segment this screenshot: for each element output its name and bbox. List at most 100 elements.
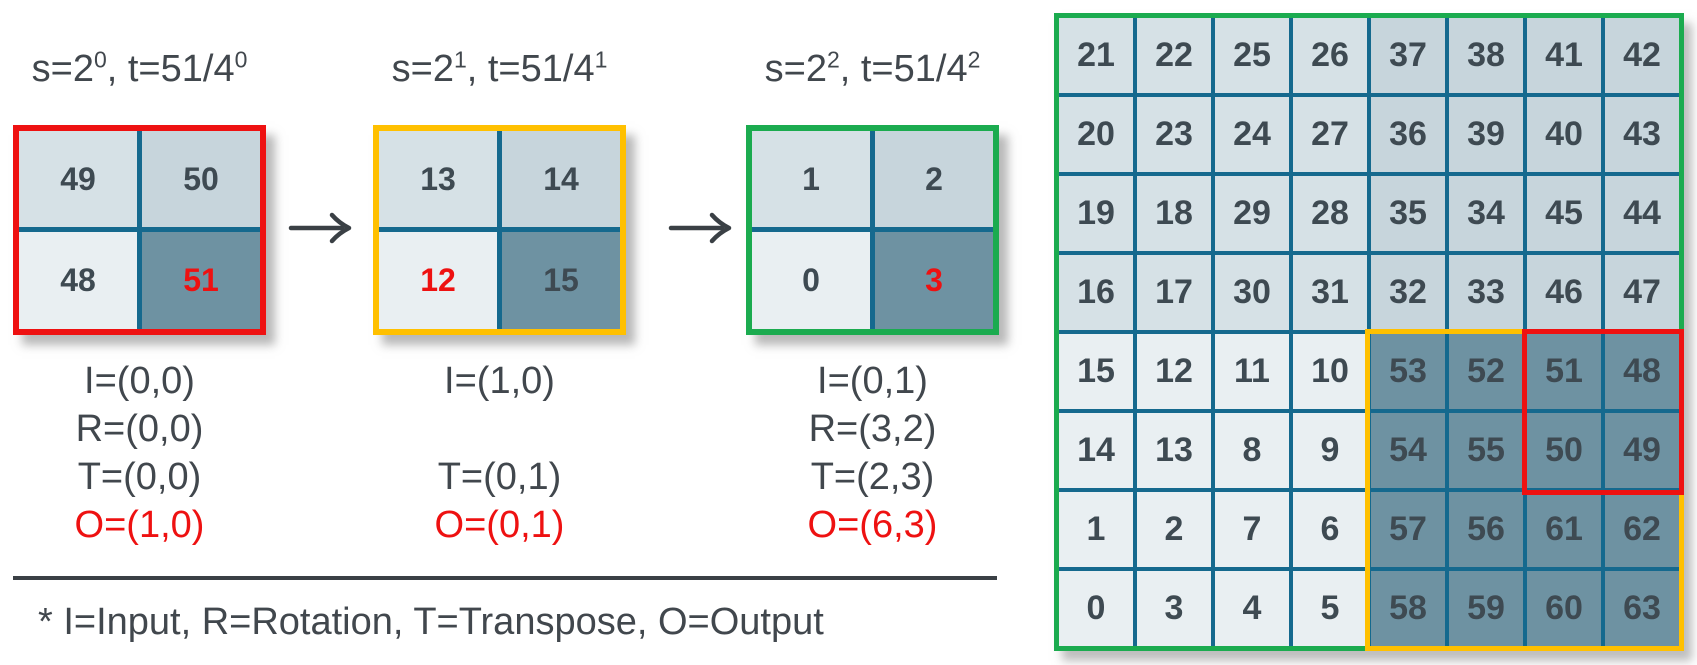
right-arrow-icon (288, 212, 352, 244)
title-exponent: 2 (967, 46, 981, 73)
big-grid-cell: 41 (1527, 18, 1601, 93)
big-grid-cell: 62 (1605, 492, 1679, 567)
big-grid-cell: 43 (1605, 97, 1679, 172)
coord-input: I=(0,0) (84, 360, 195, 402)
big-grid-cell: 34 (1449, 176, 1523, 251)
stage-2-coords: I=(1,0) T=(0,1) O=(0,1) (373, 357, 626, 549)
big-grid-cell: 54 (1371, 413, 1445, 488)
stage-2-grid: 13 14 12 15 (373, 125, 626, 335)
legend-divider-line (13, 576, 997, 580)
legend-footnote: * I=Input, R=Rotation, T=Transpose, O=Ou… (38, 601, 824, 643)
big-grid-cell: 30 (1215, 255, 1289, 330)
big-grid-cell: 55 (1449, 413, 1523, 488)
big-grid-cell: 37 (1371, 18, 1445, 93)
big-grid-cell: 7 (1215, 492, 1289, 567)
big-grid-cell: 53 (1371, 334, 1445, 409)
big-grid-cell: 15 (1059, 334, 1133, 409)
big-grid-cell: 9 (1293, 413, 1367, 488)
mini-grid-cell: 2 (875, 131, 993, 227)
mini-grid-cell: 48 (19, 232, 137, 329)
big-grid-cell: 20 (1059, 97, 1133, 172)
big-grid-cell: 14 (1059, 413, 1133, 488)
title-text: s=2 (391, 48, 454, 90)
big-grid-cell: 59 (1449, 571, 1523, 646)
stage-1-grid: 49 50 48 51 (13, 125, 266, 335)
big-grid-cell: 28 (1293, 176, 1367, 251)
coord-output: O=(1,0) (74, 504, 205, 546)
mini-grid-cell: 14 (502, 131, 620, 227)
big-grid-cell: 52 (1449, 334, 1523, 409)
big-grid-cell: 27 (1293, 97, 1367, 172)
big-grid-cell: 21 (1059, 18, 1133, 93)
big-grid-cell: 35 (1371, 176, 1445, 251)
big-grid-cell: 26 (1293, 18, 1367, 93)
title-exponent: 0 (93, 46, 107, 73)
big-grid-cell: 11 (1215, 334, 1289, 409)
title-exponent: 0 (234, 46, 248, 73)
title-text: , t=51/4 (106, 48, 235, 90)
big-grid-cell: 40 (1527, 97, 1601, 172)
stage-2-title: s=21, t=51/41 (363, 44, 636, 94)
coord-transpose: T=(2,3) (810, 456, 935, 498)
big-grid-cell: 36 (1371, 97, 1445, 172)
coord-input: I=(1,0) (444, 360, 555, 402)
big-grid-cell: 46 (1527, 255, 1601, 330)
stage-3-title: s=22, t=51/42 (736, 44, 1009, 94)
big-grid-cell: 49 (1605, 413, 1679, 488)
big-grid-cell: 19 (1059, 176, 1133, 251)
big-grid-cell: 44 (1605, 176, 1679, 251)
big-grid-cell: 24 (1215, 97, 1289, 172)
big-grid-cell: 17 (1137, 255, 1211, 330)
big-grid-cell: 45 (1527, 176, 1601, 251)
title-text: s=2 (764, 48, 827, 90)
title-text: , t=51/4 (466, 48, 595, 90)
big-grid-cell: 8 (1215, 413, 1289, 488)
big-grid-cell: 32 (1371, 255, 1445, 330)
big-grid-cell: 42 (1605, 18, 1679, 93)
big-grid-cell: 0 (1059, 571, 1133, 646)
stage-1-title: s=20, t=51/40 (3, 44, 276, 94)
big-grid-cell: 1 (1059, 492, 1133, 567)
big-grid-cell: 6 (1293, 492, 1367, 567)
big-grid-cell: 56 (1449, 492, 1523, 567)
big-grid-cell: 2 (1137, 492, 1211, 567)
big-grid-cell: 4 (1215, 571, 1289, 646)
big-grid-cell: 63 (1605, 571, 1679, 646)
big-grid-cell: 31 (1293, 255, 1367, 330)
mini-grid-cell-highlighted: 3 (875, 232, 993, 329)
stage-1-coords: I=(0,0) R=(0,0) T=(0,0) O=(1,0) (13, 357, 266, 549)
mini-grid-cell: 49 (19, 131, 137, 227)
coord-input: I=(0,1) (817, 360, 928, 402)
stage-3-coords: I=(0,1) R=(3,2) T=(2,3) O=(6,3) (746, 357, 999, 549)
big-grid-cell: 50 (1527, 413, 1601, 488)
coord-rotation: R=(0,0) (75, 408, 204, 450)
title-exponent: 1 (594, 46, 608, 73)
big-grid-cell: 13 (1137, 413, 1211, 488)
big-grid-cell: 57 (1371, 492, 1445, 567)
coord-transpose: T=(0,0) (77, 456, 202, 498)
mini-grid-cell: 13 (379, 131, 497, 227)
big-grid-cell: 58 (1371, 571, 1445, 646)
coord-blank (373, 405, 626, 453)
big-grid-cell: 16 (1059, 255, 1133, 330)
big-grid-cell: 10 (1293, 334, 1367, 409)
coord-rotation: R=(3,2) (808, 408, 937, 450)
mini-grid-cell-highlighted: 12 (379, 232, 497, 329)
title-text: s=2 (31, 48, 94, 90)
big-grid-cell: 29 (1215, 176, 1289, 251)
big-grid-cell: 5 (1293, 571, 1367, 646)
mini-grid-cell: 15 (502, 232, 620, 329)
mini-grid-cell: 1 (752, 131, 870, 227)
coord-output: O=(0,1) (434, 504, 565, 546)
big-grid-cell: 12 (1137, 334, 1211, 409)
big-grid-cell: 61 (1527, 492, 1601, 567)
big-grid-cell: 48 (1605, 334, 1679, 409)
big-grid-cell: 22 (1137, 18, 1211, 93)
big-grid-cell: 18 (1137, 176, 1211, 251)
mini-grid-cell-highlighted: 51 (142, 232, 260, 329)
big-grid-cell: 39 (1449, 97, 1523, 172)
mini-grid-cell: 0 (752, 232, 870, 329)
coord-transpose: T=(0,1) (437, 456, 562, 498)
